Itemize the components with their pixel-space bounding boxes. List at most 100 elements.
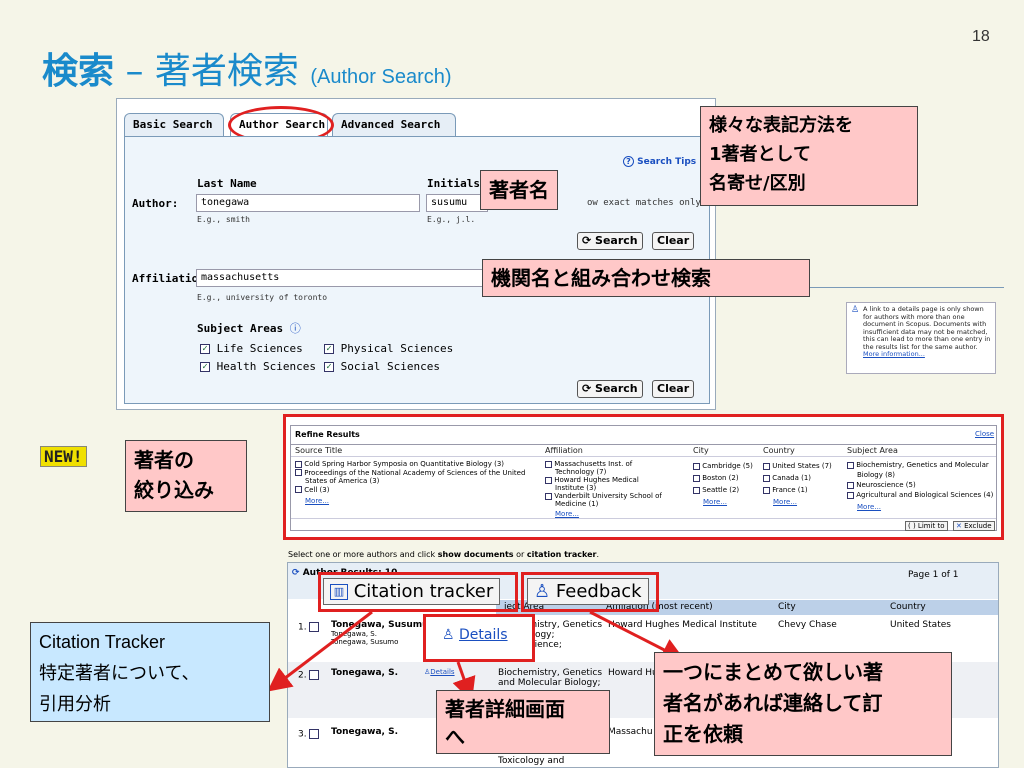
- affiliation-hint: E.g., university of toronto: [197, 293, 328, 302]
- exact-match-option[interactable]: ow exact matches only: [587, 198, 701, 208]
- option-label: Agricultural and Biological Sciences (4): [856, 491, 994, 499]
- checkbox-icon: [693, 462, 700, 470]
- refine-more-link[interactable]: More...: [703, 498, 728, 506]
- option-label-cont: Biology (8): [857, 471, 895, 479]
- info-box-more-link[interactable]: More information...: [863, 350, 925, 358]
- refine-option[interactable]: Cambridge (5): [693, 460, 753, 472]
- exclude-label: Exclude: [964, 522, 992, 530]
- checkbox-icon: [693, 486, 700, 494]
- initials-hint: E.g., j.l.: [427, 215, 476, 224]
- details-link[interactable]: ♙ Details: [442, 627, 508, 643]
- option-label: Biochemistry, Genetics and Molecular: [856, 461, 989, 469]
- refine-results-panel: Refine Results Close Source Title Affili…: [290, 425, 997, 531]
- feedback-highlight: [521, 572, 659, 612]
- author-name-link[interactable]: Tonegawa, Susumu: [331, 620, 429, 630]
- refine-option[interactable]: Massachusetts Inst. of: [545, 460, 662, 468]
- callout-affiliation: 機関名と組み合わせ検索: [482, 259, 810, 297]
- citation-tracker-highlight: [318, 572, 518, 612]
- option-label: Howard Hughes Medical: [554, 476, 639, 484]
- refine-results-highlight: Refine Results Close Source Title Affili…: [283, 414, 1004, 540]
- instruction-text: Select one or more authors and click: [288, 550, 438, 559]
- refine-option[interactable]: Boston (2): [693, 472, 753, 484]
- option-label: Canada (1): [772, 474, 812, 482]
- search-tips[interactable]: ? Search Tips: [623, 156, 696, 167]
- refine-option[interactable]: Cell (3): [295, 486, 525, 495]
- chart-icon: ▥: [330, 584, 348, 600]
- callout-notation: 様々な表記方法を 1著者として 名寄せ/区別: [700, 106, 918, 206]
- affiliation-label: Affiliation:: [132, 272, 212, 285]
- refine-more-link[interactable]: More...: [305, 497, 330, 505]
- refine-option[interactable]: Biochemistry, Genetics and Molecular: [847, 460, 993, 470]
- refine-option[interactable]: United States (7): [763, 460, 832, 472]
- tab-advanced-search[interactable]: Advanced Search: [332, 113, 456, 137]
- details-link-small[interactable]: ♙Details: [424, 668, 455, 676]
- author-name-link[interactable]: Tonegawa, S.: [331, 727, 398, 737]
- author-name-link[interactable]: Tonegawa, S.: [331, 668, 398, 678]
- refine-option[interactable]: Vanderbilt University School of: [545, 492, 662, 500]
- checkbox-icon: [847, 461, 854, 469]
- search-button-top[interactable]: ⟳ Search: [577, 232, 643, 250]
- tab-basic-search[interactable]: Basic Search: [124, 113, 224, 137]
- subject-social-sciences[interactable]: ✓ Social Sciences: [324, 360, 440, 373]
- refine-option[interactable]: Neuroscience (5): [847, 480, 993, 490]
- clear-button-top[interactable]: Clear: [652, 232, 695, 250]
- search-button-label: Search: [595, 234, 638, 247]
- clear-button-bottom[interactable]: Clear: [652, 380, 695, 398]
- feedback-button[interactable]: ♙ Feedback: [527, 578, 649, 605]
- option-label: Boston (2): [702, 474, 739, 482]
- col-country: Country: [890, 602, 926, 612]
- refine-affiliation-list: Massachusetts Inst. of Technology (7) Ho…: [545, 460, 662, 518]
- checkbox-icon: [295, 486, 302, 493]
- refine-option[interactable]: Agricultural and Biological Sciences (4): [847, 490, 993, 500]
- refine-more-link[interactable]: More...: [773, 498, 798, 506]
- last-name-input[interactable]: tonegawa: [196, 194, 420, 212]
- row-checkbox[interactable]: [309, 670, 320, 680]
- subject-health-sciences[interactable]: ✓ Health Sciences: [200, 360, 316, 373]
- subject-physical-sciences[interactable]: ✓ Physical Sciences: [324, 342, 453, 355]
- citation-tracker-button[interactable]: ▥ Citation tracker: [323, 578, 501, 605]
- refine-subject-list: Biochemistry, Genetics and Molecular Bio…: [847, 460, 993, 512]
- user-icon: ♙: [534, 581, 551, 602]
- refine-more-link[interactable]: More...: [555, 510, 580, 518]
- row-checkbox[interactable]: [309, 729, 320, 739]
- initials-input[interactable]: susumu: [426, 194, 488, 212]
- subject-life-sciences[interactable]: ✓ Life Sciences: [200, 342, 303, 355]
- refresh-icon: ⟳: [582, 382, 596, 395]
- divider: [808, 287, 1004, 288]
- last-name-label: Last Name: [197, 177, 257, 190]
- refine-option[interactable]: Canada (1): [763, 472, 832, 484]
- subject-areas-label: Subject Areas ⓘ: [197, 320, 301, 336]
- info-box-text: A link to a details page is only shown f…: [863, 305, 991, 351]
- refine-divider: [291, 456, 996, 457]
- refine-option[interactable]: Seattle (2): [693, 484, 753, 496]
- refine-source-list: Cold Spring Harbor Symposia on Quantitat…: [295, 460, 525, 506]
- refine-option[interactable]: France (1): [763, 484, 832, 496]
- user-icon: ♙: [442, 627, 460, 643]
- limit-to-button[interactable]: ( ) Limit to: [905, 521, 948, 531]
- new-badge: NEW!: [40, 446, 87, 467]
- citation-tracker-label: Citation tracker: [353, 581, 494, 602]
- refine-more-link[interactable]: More...: [857, 503, 882, 511]
- table-row: 3.: [298, 729, 320, 740]
- search-button-bottom[interactable]: ⟳ Search: [577, 380, 643, 398]
- subject-areas-text: Subject Areas: [197, 322, 284, 335]
- row-number: 2.: [298, 670, 307, 681]
- feedback-label: Feedback: [555, 581, 642, 602]
- checkbox-icon: [693, 474, 700, 482]
- option-label: United States (7): [772, 462, 832, 470]
- table-row: 1.: [298, 622, 320, 633]
- refine-col-city: City: [693, 446, 709, 455]
- refine-option[interactable]: Howard Hughes Medical: [545, 476, 662, 484]
- exclude-button[interactable]: ✕ Exclude: [953, 521, 995, 531]
- subject-label: Health Sciences: [216, 360, 316, 373]
- row-checkbox[interactable]: [309, 622, 320, 632]
- details-link-label: Details: [430, 668, 455, 676]
- refine-col-affiliation: Affiliation: [545, 446, 583, 455]
- affiliation-text: Howard Hughes Medical Institute: [608, 620, 757, 630]
- refine-option[interactable]: Proceedings of the National Academy of S…: [295, 469, 525, 478]
- refine-close-link[interactable]: Close: [975, 430, 995, 438]
- refine-option[interactable]: Cold Spring Harbor Symposia on Quantitat…: [295, 460, 525, 469]
- row-number: 3.: [298, 729, 307, 740]
- checkbox-icon: [763, 462, 770, 470]
- instruction-text: .: [596, 550, 600, 559]
